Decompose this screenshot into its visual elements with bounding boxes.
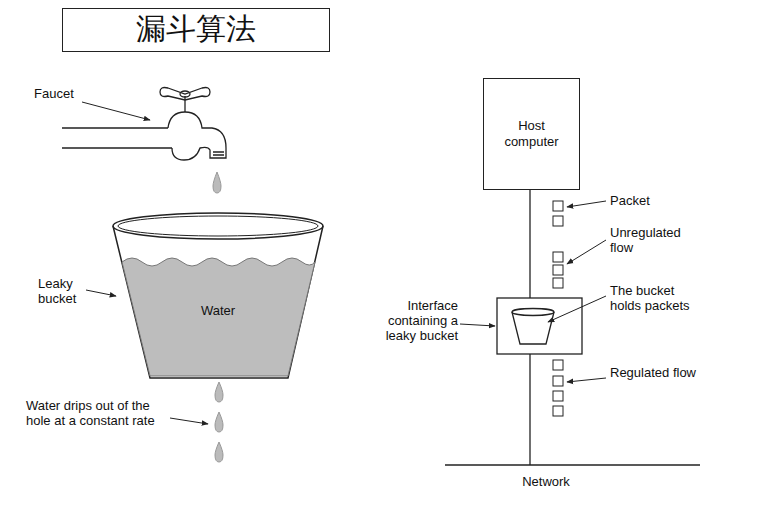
network-label: Network — [506, 474, 586, 489]
host-box: Host computer — [483, 78, 580, 190]
part-label: Regulated flow — [610, 365, 700, 380]
part-label: Unregulated flow — [610, 225, 700, 255]
part-label: The bucket holds packets — [610, 283, 700, 313]
part-label: Interface containing a leaky bucket — [372, 298, 458, 343]
part-label: Packet — [610, 193, 690, 208]
node-text: Host computer — [490, 118, 573, 150]
note-label: Water drips out of the hole at a constan… — [26, 398, 176, 428]
part-label: Leaky bucket — [38, 276, 88, 306]
part-label: Faucet — [34, 86, 94, 101]
diagram-title: 漏斗算法 — [62, 8, 330, 52]
part-label: Water — [188, 303, 248, 318]
